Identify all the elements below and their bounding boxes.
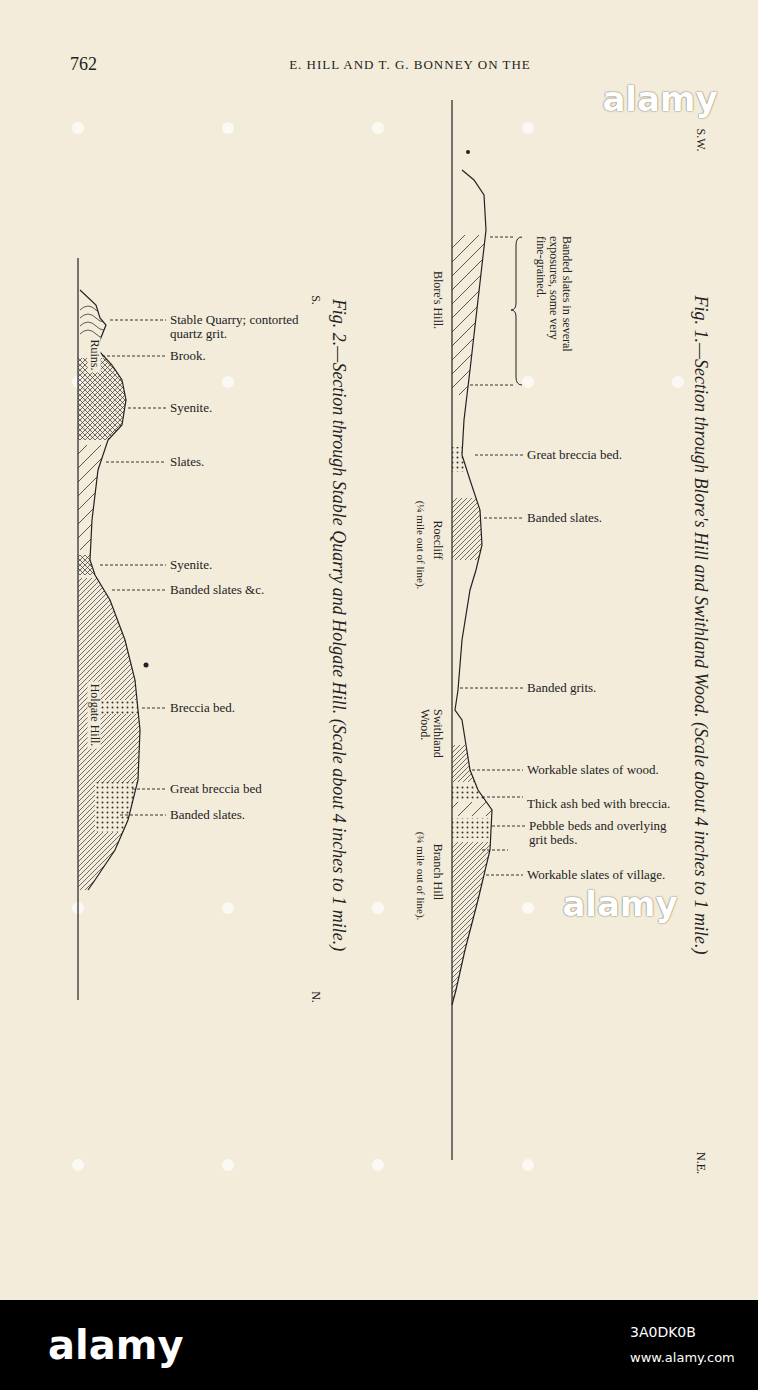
stratum-label: Syenite. [170,401,212,415]
stratum-label: Banded slates &c. [170,583,264,597]
figure-caption: Fig. 2.—Section through Stable Quarry an… [328,299,348,951]
place-label: Blore's Hill. [430,271,443,329]
watermark: alamy [562,886,677,923]
site-url: www.alamy.com [630,1351,735,1365]
stratum-label: Workable slates of wood. [527,763,659,777]
stratum-label: Great breccia bed. [527,448,622,462]
footer-bar [0,1300,758,1390]
place-label: Roecliff [430,520,443,559]
running-head: E. HILL AND T. G. BONNEY ON THE [289,58,531,72]
place-label: Branch Hill [430,844,443,900]
stratum-label: Stable Quarry; contorted quartz grit. [170,313,302,342]
stratum-label: Brook. [170,349,206,363]
direction-label: S.W. [693,129,706,152]
stratum-label: Great breccia bed [170,782,262,796]
place-label: Holgate Hill. [87,682,100,749]
stratum-label: Banded grits. [527,681,596,695]
logo: alamy [48,1323,183,1367]
place-note: (¾ mile out of line). [415,832,427,921]
direction-label: S. [308,295,321,305]
direction-label: N.E. [693,1152,706,1174]
stratum-label: Banded slates. [527,511,602,525]
figure-caption: Fig. 1.—Section through Blore's Hill and… [690,296,710,955]
watermark: alamy [602,81,717,118]
direction-label: N. [308,991,321,1003]
stratum-label: Banded slates in several exposures, some… [533,236,573,364]
stratum-label: Syenite. [170,558,212,572]
stratum-label: Pebble beds and overlying grit beds. [529,819,687,848]
page-number: 762 [70,55,97,75]
place-label: Ruins. [87,337,100,372]
place-note: (¼ mile out of line). [415,501,427,590]
image-id: 3A0DK0B [630,1325,696,1340]
place-label: Swithland Wood. [418,709,444,771]
stratum-label: Slates. [170,455,204,469]
stratum-label: Thick ash bed with breccia. [527,797,677,811]
stratum-label: Banded slates. [170,808,245,822]
stratum-label: Workable slates of village. [527,868,665,882]
stratum-label: Breccia bed. [170,701,235,715]
